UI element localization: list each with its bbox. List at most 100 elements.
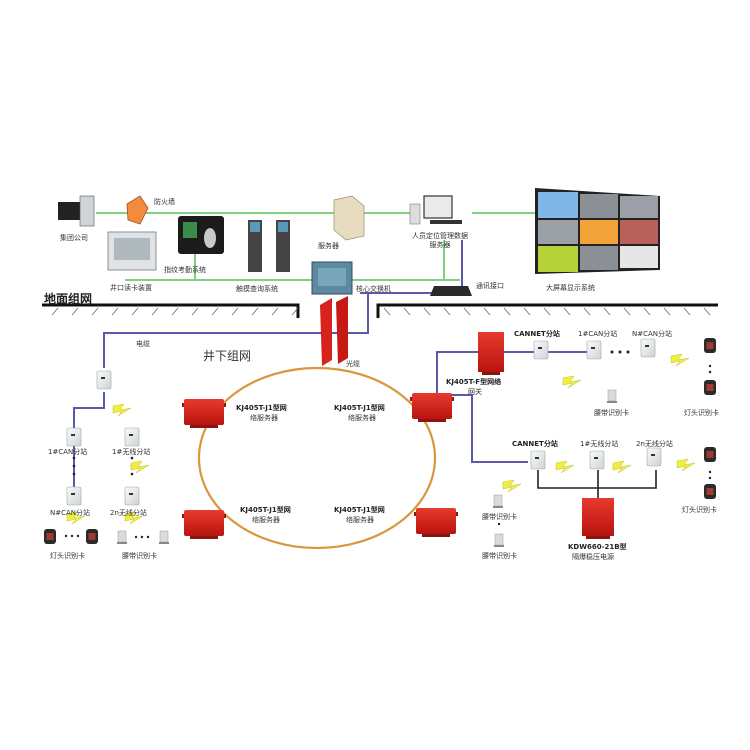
ground-hatch-mark: [111, 307, 119, 316]
lamp-card-icon: [704, 380, 716, 395]
ground-hatch-mark: [423, 307, 431, 316]
ground-hatch-mark: [603, 307, 611, 316]
ground-hatch-mark: [151, 307, 159, 316]
lamp-card-icon: [704, 338, 716, 353]
video-wall-label: 大屏幕显示系统: [546, 284, 595, 292]
ground-hatch-mark: [703, 307, 711, 316]
ring-switch-2-icon: [410, 393, 454, 422]
rb-cannet-label: CANNET分站: [512, 440, 558, 448]
ground-hatch-mark: [643, 307, 651, 316]
power-supply-desc: 隔爆稳压电源: [572, 553, 614, 561]
ring-switch-4-model: KJ405T-J1型网: [334, 506, 385, 514]
gateway-icon: [478, 332, 504, 375]
rt-can-1-station-icon: [586, 340, 602, 360]
comm-interface-icon: [430, 286, 472, 296]
left-belt-card-label: 腰带识别卡: [122, 552, 157, 560]
power-supply-model: KDW660-21B型: [568, 543, 627, 551]
left-can-1-label: 1#CAN分站: [48, 448, 88, 456]
ground-hatch-mark: [583, 307, 591, 316]
wireless-station-1-icon: [124, 427, 140, 447]
ring-switch-4-icon: [414, 508, 458, 537]
ground-hatch-mark: [231, 307, 239, 316]
firewall-icon: [126, 195, 149, 225]
power-supply-icon: [582, 498, 614, 539]
ground-line: [42, 303, 718, 318]
ground-hatch-mark: [211, 307, 219, 316]
wireless-icon: [502, 479, 522, 493]
ground-hatch-mark: [291, 307, 299, 316]
lamp-card-icon: [704, 484, 716, 499]
query-kiosk-label: 触摸查询系统: [236, 285, 278, 293]
ground-hatch-mark: [71, 307, 79, 316]
ring-switch-1-model: KJ405T-J1型网: [236, 404, 287, 412]
fiber-ring: [197, 366, 437, 550]
ground-hatch: [51, 307, 711, 316]
comm-interface-label: 通讯接口: [476, 282, 504, 290]
fiber-label: 光缆: [346, 360, 360, 368]
ring-switch-1-icon: [182, 399, 226, 428]
gate-reader-label: 井口读卡装置: [110, 284, 152, 292]
group-company-pc-icon: [58, 195, 95, 227]
gateway-desc: 网关: [468, 388, 482, 396]
left-hub-station-icon: [96, 370, 112, 390]
ground-hatch-mark: [683, 307, 691, 316]
wireless-icon: [670, 353, 690, 367]
ground-hatch-mark: [171, 307, 179, 316]
lamp-card-icon: [86, 529, 98, 544]
ground-hatch-mark: [383, 307, 391, 316]
rb-belt-card-1-label: 腰带识别卡: [482, 513, 517, 521]
ground-hatch-mark: [91, 307, 99, 316]
belt-card-icon: [492, 494, 504, 509]
rt-belt-card-label: 腰带识别卡: [594, 409, 629, 417]
wireless-icon: [130, 460, 150, 474]
belt-card-icon: [158, 530, 170, 545]
belt-card-icon: [116, 530, 128, 545]
left-wireless-1-label: 1#无线分站: [112, 448, 151, 456]
ring-switch-3-model: KJ405T-J1型网: [240, 506, 291, 514]
admin-server-pc-icon: [409, 195, 462, 225]
rt-lamp-card-label: 灯头识别卡: [684, 409, 719, 417]
ground-hatch-mark: [663, 307, 671, 316]
wireless-icon: [555, 460, 575, 474]
ring-switch-3-icon: [182, 510, 226, 539]
can-station-1-icon: [66, 427, 82, 447]
attendance-terminal-icon: [178, 216, 224, 254]
ground-hatch-mark: [563, 307, 571, 316]
wireless-icon: [612, 460, 632, 474]
ground-hatch-mark: [131, 307, 139, 316]
rt-can-n-station-icon: [640, 338, 656, 358]
wireless-icon: [562, 375, 582, 389]
ring-switch-3-desc: 络服务器: [252, 516, 280, 524]
ground-hatch-mark: [623, 307, 631, 316]
rb-belt-card-2-label: 腰带识别卡: [482, 552, 517, 560]
ring-switch-2-model: KJ405T-J1型网: [334, 404, 385, 412]
rb-wireless-1-station-icon: [589, 450, 605, 470]
rb-wireless-2n-label: 2n无线分站: [636, 440, 673, 448]
ground-hatch-mark: [191, 307, 199, 316]
rb-lamp-card-label: 灯头识别卡: [682, 506, 717, 514]
core-switch-icon: [311, 261, 353, 295]
group-company-label: 集团公司: [60, 234, 88, 242]
admin-pc-label: 人员定位管理数据服务器: [412, 232, 468, 249]
surface-network-title: 地面组网: [44, 292, 93, 306]
ground-hatch-mark: [543, 307, 551, 316]
ground-hatch-mark: [503, 307, 511, 316]
rt-cannet-label: CANNET分站: [514, 330, 560, 338]
query-kiosk-icon: [248, 220, 290, 272]
rt-can-n-label: N#CAN分站: [632, 330, 673, 338]
core-switch-label: 核心交换机: [356, 285, 391, 293]
wireless-station-2n-icon: [124, 486, 140, 506]
ground-hatch-mark: [403, 307, 411, 316]
ring-switch-1-desc: 络服务器: [250, 414, 278, 422]
wireless-icon: [676, 458, 696, 472]
belt-card-icon: [493, 533, 505, 548]
ring-switch-2-desc: 络服务器: [348, 414, 376, 422]
lamp-card-icon: [704, 447, 716, 462]
server-label: 服务器: [318, 242, 339, 250]
rb-cannet-station-icon: [530, 450, 546, 470]
attendance-label: 指纹考勤系统: [164, 266, 206, 274]
underground-network-title: 井下组网: [203, 349, 252, 363]
belt-card-icon: [606, 389, 618, 404]
gateway-label: KJ405T-F型网络: [446, 378, 502, 386]
